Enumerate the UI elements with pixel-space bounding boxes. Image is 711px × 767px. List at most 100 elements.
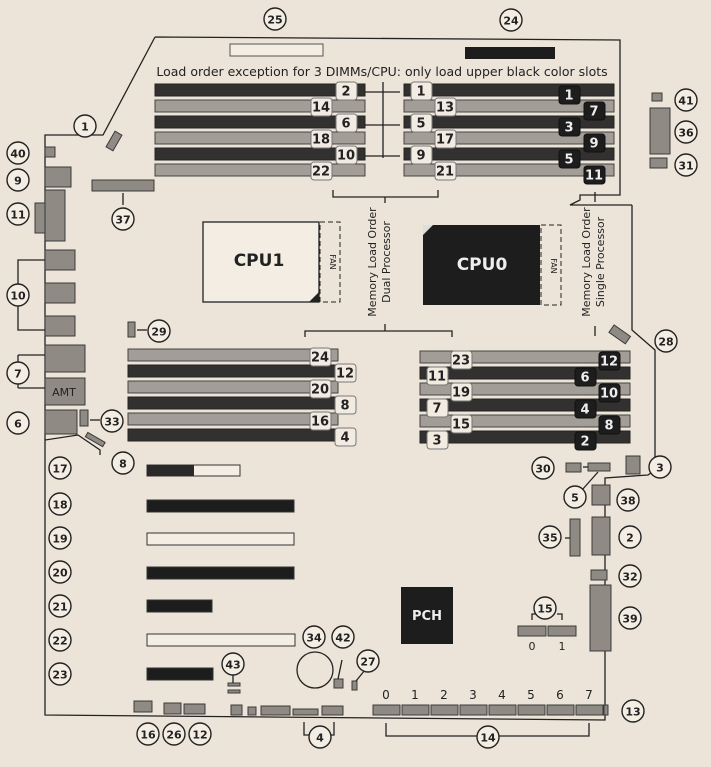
dimm-tag: 20 [309,379,332,399]
cpu0-fan [540,224,562,306]
connector-38 [591,484,611,506]
m2-label-1: 1 [559,640,566,653]
callout-23: 23 [48,662,72,686]
svg-text:21: 21 [52,601,67,614]
callout-22: 22 [48,628,72,652]
cpu1-label: CPU1 [234,251,285,271]
sata-port-label: 3 [469,688,477,702]
svg-text:11: 11 [585,169,603,184]
svg-text:16: 16 [311,415,329,430]
svg-text:1: 1 [416,85,425,100]
upper-left-dimm-slot [154,147,366,161]
connector-24-slot [465,47,555,59]
svg-text:2: 2 [626,532,634,545]
svg-text:Single Processor: Single Processor [594,216,607,307]
connector-28 [608,324,632,345]
svg-text:5: 5 [416,117,425,132]
connector-11-port [34,202,46,234]
dimm-tag: 16 [309,411,332,431]
connector-3 [625,455,641,475]
connector-bottom-c [260,705,291,716]
sata-port-label: 1 [411,688,419,702]
connector-13 [603,704,609,716]
connector-42 [333,678,344,689]
connector-1 [105,130,123,152]
callout-11: 11 [6,202,30,226]
connector-30-b [587,462,611,472]
svg-text:Dual Processor: Dual Processor [380,221,393,303]
upper-left-dimm-slot [154,115,366,129]
callout-4: 4 [308,725,332,749]
connector-bottom-b [247,706,257,716]
connector-12 [183,703,206,715]
callout-24: 24 [499,8,523,32]
callout-10: 10 [6,283,30,307]
dimm-tag: 15 [450,414,473,434]
dimm-tag: 8 [334,395,357,415]
dimm-tag: 5 [410,113,433,133]
callout-9: 9 [6,168,30,192]
dimm-tag-single: 12 [598,351,621,371]
connector-26 [163,702,182,715]
callout-3: 3 [648,455,672,479]
connector-37 [91,179,155,192]
dimm-pairing-arrows [365,82,400,158]
svg-text:24: 24 [503,15,519,28]
connector-30-a [565,462,582,473]
svg-text:15: 15 [537,603,552,616]
dimm-tag: 14 [310,97,333,117]
sata-port-label: 6 [556,688,564,702]
dimm-tag-single: 8 [598,415,621,435]
m2-slot-0 [517,625,547,637]
lower-left-dimm-slot [127,428,339,442]
dual-processor-label: Memory Load Order Dual Processor [366,207,393,317]
dimm-tag: 6 [335,113,358,133]
svg-text:40: 40 [10,148,26,161]
dimm-tag-single: 5 [558,149,581,169]
connector-29 [127,321,136,338]
svg-text:18: 18 [312,133,330,148]
m2-slot-1 [547,625,577,637]
svg-text:13: 13 [625,706,640,719]
connector-10-c [44,315,76,337]
callout-26: 26 [162,722,186,746]
svg-text:27: 27 [360,656,375,669]
callout-34: 34 [302,625,326,649]
pcie-slot [146,633,296,647]
svg-text:6: 6 [341,117,350,132]
lower-left-dimm-slot [127,412,339,426]
svg-text:17: 17 [52,463,67,476]
single-processor-label: Memory Load Order Single Processor [580,207,607,317]
connector-7-amt [44,377,86,406]
callout-21: 21 [48,594,72,618]
dimm-tag: 18 [310,129,333,149]
cpu0-label: CPU0 [457,255,508,275]
connector-35 [569,518,581,557]
cpu0 [423,225,540,305]
svg-text:5: 5 [564,153,573,168]
upper-right-dimm-slot [403,83,615,97]
svg-text:42: 42 [335,632,350,645]
svg-text:12: 12 [336,367,354,382]
callout-42: 42 [331,625,355,649]
callout-39: 39 [618,606,642,630]
callout-12: 12 [188,722,212,746]
svg-text:11: 11 [428,370,446,385]
upper-left-dimm-slot [154,131,366,145]
svg-text:8: 8 [604,419,613,434]
svg-text:34: 34 [306,632,322,645]
dimm-tag: 4 [334,427,357,447]
sata-port-label: 0 [382,688,390,702]
connector-43-b [227,689,241,694]
svg-text:39: 39 [622,613,637,626]
dimm-tag-single: 10 [598,383,621,403]
svg-text:13: 13 [436,101,454,116]
connector-10-a [44,249,76,271]
upper-left-dimm-slot [154,83,366,97]
connector-27 [351,680,358,691]
connector-41 [651,92,663,102]
svg-text:37: 37 [115,214,130,227]
svg-text:29: 29 [151,326,166,339]
connector-6 [44,409,78,435]
callout-41: 41 [674,88,698,112]
